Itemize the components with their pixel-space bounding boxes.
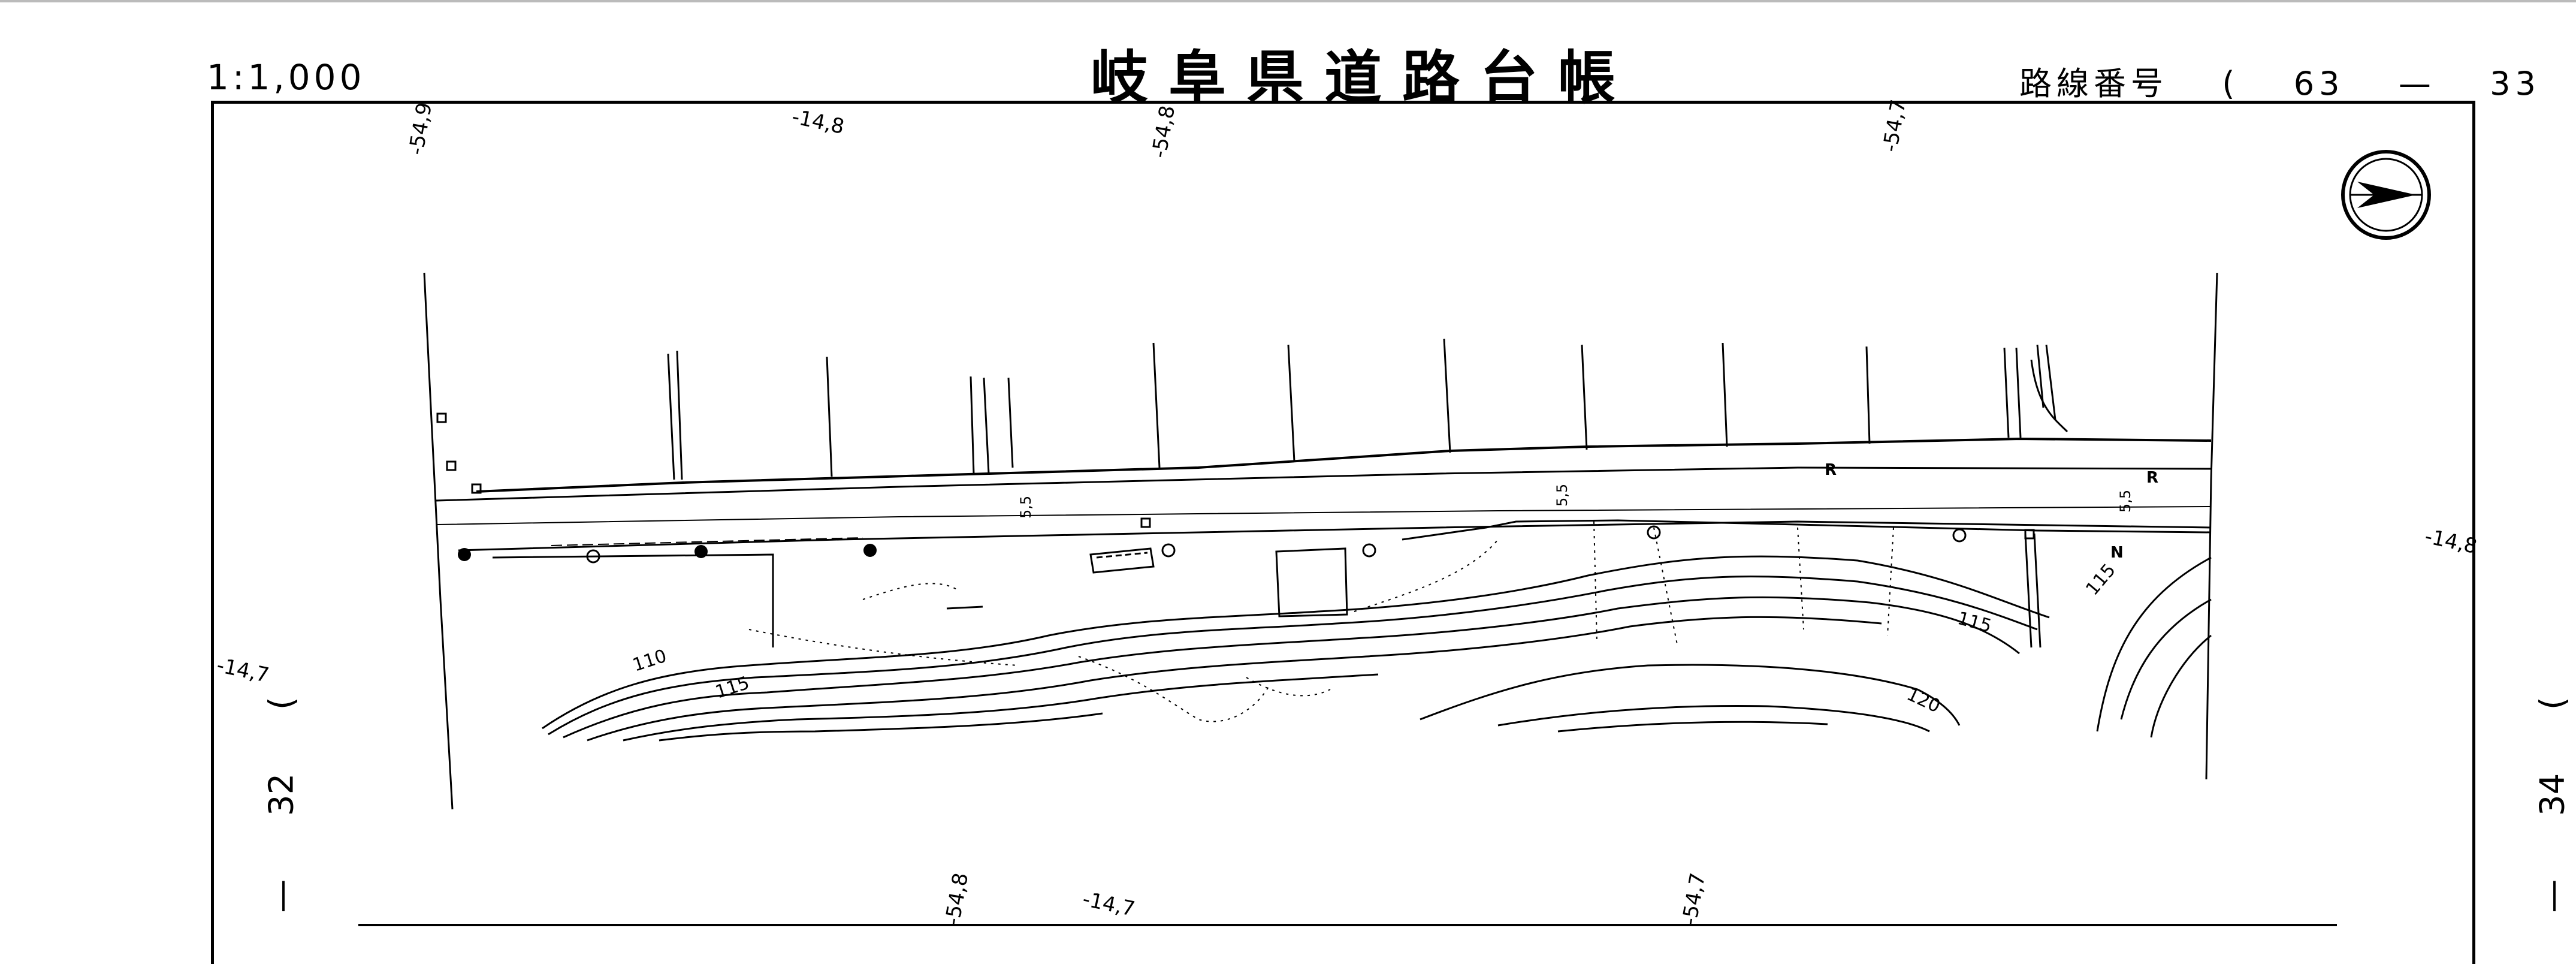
top-border-line (0, 0, 2576, 2)
road-edge-south (458, 520, 2212, 552)
grid-label-right-mid: -14,8 (2423, 525, 2479, 559)
grid-label-top-3: -54,8 (1147, 104, 1180, 160)
road-map: -54,9 -14,8 -54,8 -54,7 -14,8 -14,7 -54,… (215, 98, 2479, 927)
grid-label-top-2: -14,8 (790, 105, 846, 139)
contour-label-110: 110 (630, 646, 669, 676)
contour-lines (542, 555, 2212, 742)
road-width-label-3: 5,5 (2117, 490, 2134, 513)
grid-label-bottom-1: -54,8 (940, 871, 973, 927)
route-number-b: 33 (2490, 65, 2541, 103)
property-frontage-line (476, 437, 2212, 493)
left-boundary-line (423, 272, 454, 810)
utility-poles (458, 544, 877, 561)
north-arrow-icon (2341, 150, 2431, 240)
road-features (946, 359, 2068, 648)
marker-n: N (2110, 544, 2124, 562)
marker-r-2: R (2146, 469, 2158, 487)
dotted-lines (748, 521, 1894, 722)
grid-label-left-mid: -14,7 (215, 653, 271, 688)
route-number: 路線番号 ( 63 — 33 ) (2019, 57, 2576, 104)
page-title: 岐阜県道路台帳 (1091, 44, 1636, 112)
grid-label-top-1: -54,9 (404, 101, 437, 157)
south-lot (492, 553, 774, 647)
grid-label-bottom-3: -54,7 (1677, 871, 1710, 927)
map-scale: 1:1,000 (207, 57, 366, 98)
lot-lines (667, 338, 2056, 480)
building (1275, 547, 1348, 617)
grid-label-top-4: -54,7 (1878, 98, 1911, 154)
road-edge-north (436, 466, 2212, 502)
south-frontage (1402, 519, 2212, 541)
route-number-a: 63 (2293, 65, 2345, 103)
map-frame (211, 101, 2475, 964)
marker-r-1: R (1825, 461, 1837, 479)
route-label: 路線番号 (2019, 65, 2168, 103)
road-width-label-2: 5,5 (1554, 484, 1571, 507)
contour-label-115-c: 115 (2082, 560, 2120, 600)
right-boundary-line (2205, 272, 2218, 780)
contour-label-120: 120 (1904, 684, 1944, 718)
route-open-paren: ( (2222, 65, 2240, 103)
road-width-label-1: 5,5 (1017, 496, 1034, 519)
small-symbols (436, 412, 2035, 564)
contour-label-115-a: 115 (713, 673, 752, 703)
grid-label-bottom-2: -14,7 (1080, 887, 1137, 921)
road-centerline (437, 506, 2212, 525)
guardrail (551, 537, 863, 546)
route-dash: — (2398, 65, 2436, 103)
